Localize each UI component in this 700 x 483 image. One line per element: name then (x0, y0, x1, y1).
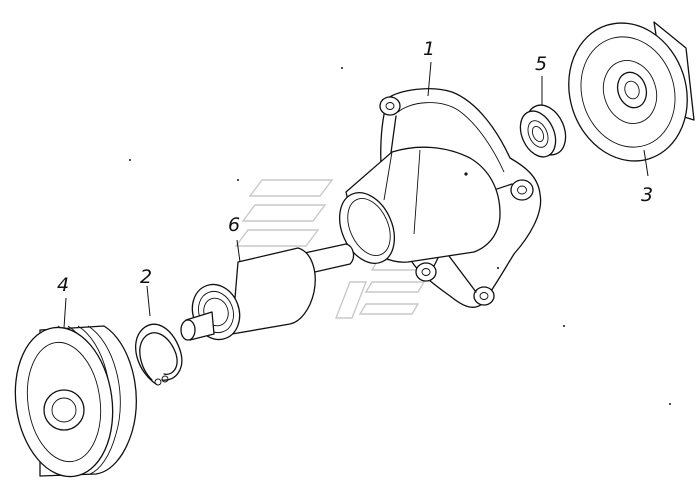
bearing-ring-part-5 (519, 104, 567, 158)
callout-part-1: 1 (423, 38, 436, 60)
housing-part-1 (338, 88, 542, 308)
callout-part-4: 4 (57, 274, 70, 296)
leader-lines (63, 61, 649, 329)
specks (129, 67, 671, 405)
snap-ring-part-2 (135, 323, 183, 386)
shaft-bearing-part-6 (180, 243, 355, 341)
impeller-part-3 (568, 21, 695, 162)
callout-part-5: 5 (535, 53, 548, 75)
callout-part-3: 3 (641, 184, 654, 206)
callout-part-6: 6 (228, 214, 241, 236)
callout-part-2: 2 (140, 266, 153, 288)
pulley-part-4 (14, 325, 137, 478)
